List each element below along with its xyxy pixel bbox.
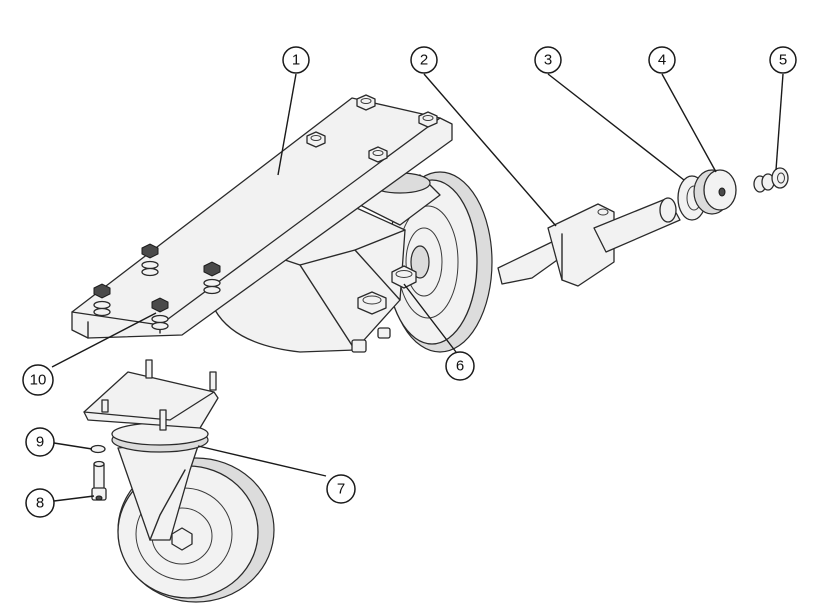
callout-label: 9 [36, 434, 44, 451]
callout-label: 10 [30, 372, 47, 389]
plate-nuts [306, 94, 438, 163]
callout-5: 5 [769, 46, 797, 74]
callout-4: 4 [648, 46, 676, 74]
callout-label: 4 [658, 52, 666, 69]
callout-label: 7 [337, 481, 345, 498]
lower-washer [90, 444, 106, 454]
lower-pin [91, 460, 107, 501]
small-fasteners [753, 167, 789, 193]
callout-9: 9 [25, 427, 55, 457]
callout-label: 1 [292, 52, 300, 69]
side-bracket [497, 203, 615, 287]
callout-6: 6 [445, 351, 475, 381]
loose-nuts-and-washers [93, 243, 221, 331]
callout-7: 7 [326, 474, 356, 504]
callout-label: 6 [456, 358, 464, 375]
callout-2: 2 [410, 46, 438, 74]
callout-3: 3 [534, 46, 562, 74]
lower-caster [83, 359, 275, 603]
axle-bolts [351, 265, 417, 353]
callout-label: 3 [544, 52, 552, 69]
end-cap [693, 169, 737, 215]
callout-label: 2 [420, 52, 428, 69]
callout-label: 8 [36, 495, 44, 512]
callout-10: 10 [22, 364, 54, 396]
upper-caster-wheel [386, 171, 493, 353]
tube-shaft [593, 197, 681, 253]
mounting-plate [71, 97, 453, 339]
callout-8: 8 [25, 488, 55, 518]
callout-1: 1 [282, 46, 310, 74]
leader-lines [51, 73, 784, 502]
callout-label: 5 [779, 52, 787, 69]
